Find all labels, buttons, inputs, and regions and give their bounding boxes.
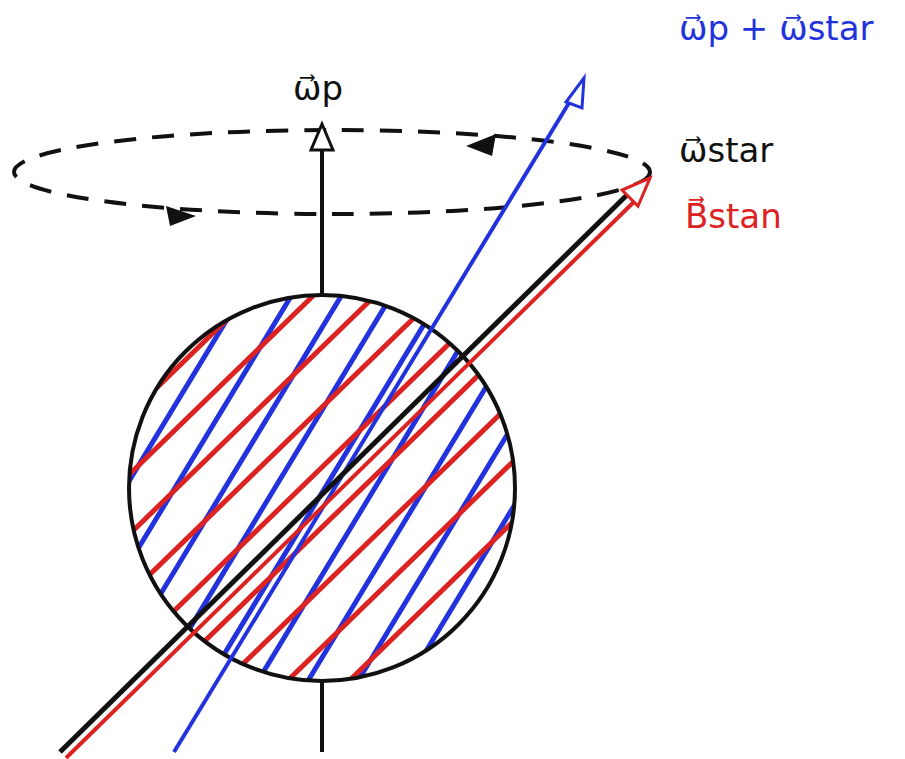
blue-arrowhead [566, 78, 584, 108]
axis-stub [320, 682, 324, 752]
red-arrowhead [622, 178, 650, 206]
total-spin-label: ω⃗p + ω⃗star [676, 10, 877, 47]
axis-arrowhead [311, 124, 333, 150]
blue-hatching [0, 100, 760, 759]
precession-axis [320, 148, 324, 295]
precession-label: ω⃗p [290, 70, 346, 107]
star-outline [129, 295, 515, 681]
spin-axis [60, 190, 632, 752]
spin-label: ω⃗star [676, 132, 776, 169]
precession-path [14, 130, 650, 214]
field-axis [66, 196, 640, 758]
field-label: B⃗stan [682, 198, 785, 235]
precession-arrowhead [466, 134, 496, 156]
total-spin-axis [174, 98, 572, 752]
precession-arrowhead [166, 206, 196, 226]
red-hatching [0, 0, 700, 759]
